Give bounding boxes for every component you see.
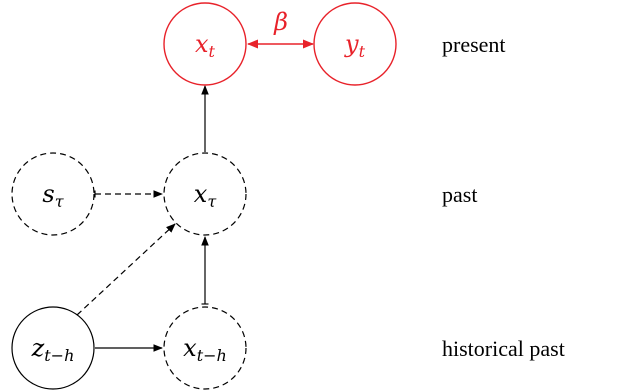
node-x-th: xt−h	[163, 306, 247, 390]
svg-text:xτ: xτ	[194, 180, 218, 211]
svg-text:zt−h: zt−h	[31, 334, 75, 365]
node-x-th-sub: t−h	[197, 346, 227, 365]
row-label-historical-past: historical past	[442, 336, 565, 361]
edge-z-th-to-x-tau	[76, 223, 176, 316]
node-y-t-base: y	[344, 30, 359, 58]
node-x-tau-sub: τ	[207, 192, 217, 211]
node-s-tau-sub: τ	[55, 192, 65, 211]
node-s-tau-base: s	[42, 180, 54, 208]
node-x-th-base: x	[183, 334, 197, 362]
node-x-t-base: x	[195, 30, 209, 58]
node-s-tau: sτ	[11, 152, 95, 236]
node-x-tau-base: x	[194, 180, 208, 208]
row-label-present: present	[442, 32, 506, 57]
node-y-t: yt	[313, 2, 397, 86]
svg-text:sτ: sτ	[42, 180, 64, 211]
node-x-t-sub: t	[209, 42, 216, 61]
edge-beta-label: β	[273, 8, 288, 36]
node-y-t-sub: t	[359, 42, 366, 61]
svg-text:xt−h: xt−h	[183, 334, 227, 365]
node-x-tau: xτ	[163, 152, 247, 236]
node-z-th-base: z	[31, 334, 45, 362]
node-x-t: xt	[163, 2, 247, 86]
node-z-th-sub: t−h	[44, 346, 74, 365]
svg-text:xt: xt	[195, 30, 216, 61]
row-label-past: past	[442, 182, 477, 207]
node-z-th: zt−h	[11, 306, 95, 390]
svg-text:yt: yt	[344, 30, 366, 61]
